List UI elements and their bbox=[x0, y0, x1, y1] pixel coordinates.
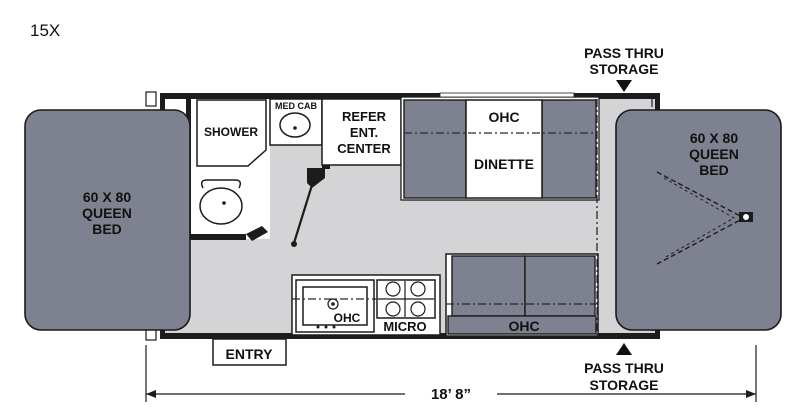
left-bed-label-line3: BED bbox=[92, 221, 122, 237]
shower-stall bbox=[196, 99, 267, 167]
length-label: 18’ 8” bbox=[431, 386, 471, 403]
dinette-table bbox=[465, 99, 543, 199]
bathroom: SHOWER MED CAB bbox=[165, 98, 325, 247]
toilet-icon bbox=[199, 187, 243, 225]
ohc-sofa-label: OHC bbox=[508, 318, 539, 334]
right-bed-label-line3: BED bbox=[699, 162, 729, 178]
right-bed-label-line1: 60 X 80 bbox=[690, 130, 738, 146]
pass-thru-top-line2: STORAGE bbox=[590, 61, 659, 77]
micro-label: MICRO bbox=[383, 319, 426, 334]
ohc-galley-label: OHC bbox=[334, 311, 361, 325]
galley: OHC MICRO bbox=[291, 274, 441, 336]
pass-thru-top-line1: PASS THRU bbox=[584, 45, 664, 61]
entry-label: ENTRY bbox=[226, 346, 274, 362]
pass-thru-top-arrow-icon bbox=[616, 80, 632, 92]
ohc-dinette-label: OHC bbox=[488, 109, 519, 125]
window bbox=[439, 92, 575, 98]
length-dimension: 18’ 8” bbox=[145, 345, 757, 403]
dimension-arrow-left-icon bbox=[146, 390, 156, 398]
left-bed-label-line2: QUEEN bbox=[82, 205, 132, 221]
left-bed-label-line1: 60 X 80 bbox=[83, 189, 131, 205]
pass-thru-bottom-line2: STORAGE bbox=[590, 377, 659, 393]
entry-door: ENTRY bbox=[212, 338, 287, 366]
burner-icon bbox=[385, 301, 401, 317]
sofa: OHC bbox=[445, 253, 599, 337]
refer-label-line2: ENT. bbox=[350, 125, 378, 140]
burner-icon bbox=[385, 281, 401, 297]
model-name: 15X bbox=[30, 21, 60, 40]
refer-label-line1: REFER bbox=[342, 109, 387, 124]
refer-ent-center: REFER ENT. CENTER bbox=[321, 98, 402, 169]
right-bed-label-line2: QUEEN bbox=[689, 146, 739, 162]
sink-icon bbox=[279, 112, 311, 138]
dinette: OHC DINETTE bbox=[400, 92, 600, 201]
pass-thru-bottom-line1: PASS THRU bbox=[584, 360, 664, 376]
dimension-arrow-right-icon bbox=[746, 390, 756, 398]
dinette-label: DINETTE bbox=[474, 156, 534, 172]
med-cab-label: MED CAB bbox=[275, 101, 317, 111]
left-queen-bed: 60 X 80 QUEEN BED bbox=[24, 109, 191, 331]
right-queen-bed: 60 X 80 QUEEN BED bbox=[615, 109, 782, 331]
refer-label-line3: CENTER bbox=[337, 141, 391, 156]
shower-label: SHOWER bbox=[204, 125, 258, 139]
pass-thru-bottom-arrow-icon bbox=[616, 343, 632, 355]
burner-icon bbox=[410, 281, 426, 297]
door-knob-icon bbox=[291, 241, 297, 247]
burner-icon bbox=[410, 301, 426, 317]
